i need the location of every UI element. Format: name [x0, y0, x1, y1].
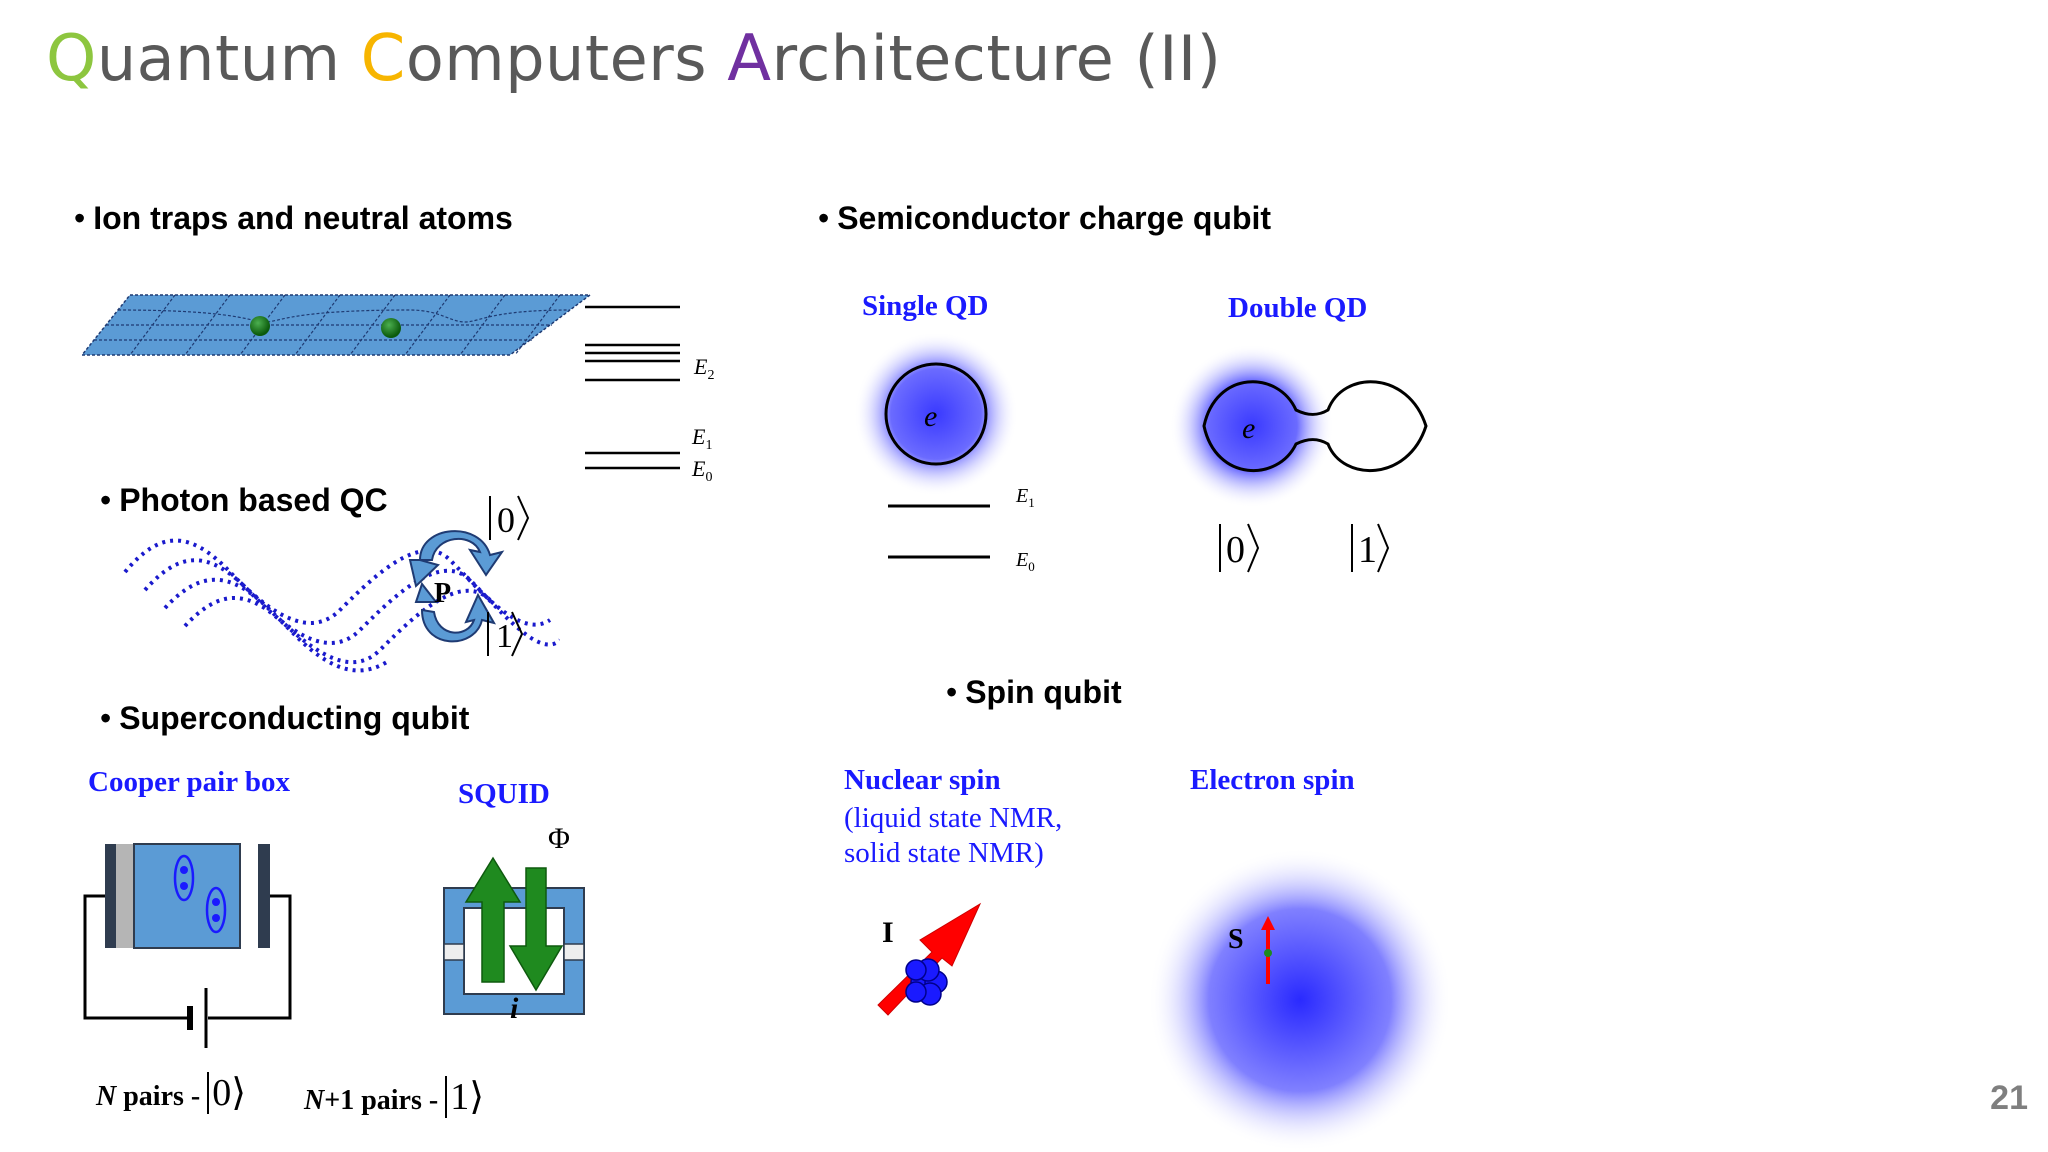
trapped-atom	[381, 318, 401, 338]
bullet-text: Photon based QC	[119, 482, 388, 518]
svg-text:1: 1	[1358, 529, 1377, 571]
title-part: uantum	[96, 22, 361, 95]
trapped-atom	[250, 316, 270, 336]
svg-text:0: 0	[497, 500, 515, 540]
nuclear-spin-symbol: I	[882, 916, 894, 949]
squid-label: SQUID	[458, 778, 550, 810]
electron-cloud	[1148, 848, 1448, 1152]
slide-title: Quantum Computers Architecture (II)	[46, 22, 1221, 96]
nuclear-spin-diagram: I	[877, 902, 982, 1016]
nuclear-spin-line: solid state NMR)	[844, 837, 1044, 869]
level-e1: E1	[1015, 485, 1035, 510]
n-pairs-label: N pairs - 0⟩	[96, 1072, 247, 1114]
single-qd-diagram: e E1 E0	[854, 332, 1035, 574]
electron-spin-title: Electron spin	[1190, 764, 1355, 796]
electron-spin-symbol: S	[1228, 924, 1244, 955]
level-e2: E2	[693, 354, 714, 383]
title-part: omputers	[405, 22, 728, 95]
bullet-text: Superconducting qubit	[119, 700, 470, 736]
svg-text:0: 0	[1226, 529, 1245, 571]
level-e1: E1	[691, 424, 712, 453]
bullet-photon: •Photon based QC	[100, 482, 388, 518]
nuclear-spin-title: Nuclear spin	[844, 764, 1001, 796]
svg-text:1: 1	[496, 618, 513, 655]
level-e0: E0	[1015, 549, 1035, 574]
title-part: rchitecture (II)	[771, 22, 1222, 95]
bullet-text: Semiconductor charge qubit	[837, 200, 1272, 236]
ket-0-photon: 0	[489, 495, 530, 541]
double-qd-diagram: e 0 1	[1170, 344, 1428, 573]
electron-label: e	[1242, 412, 1255, 445]
energy-levels	[585, 305, 680, 470]
title-part: C	[360, 22, 406, 96]
polarization-arrows	[408, 530, 505, 643]
spin-arrow-head	[1261, 916, 1275, 930]
nuclear-spin-line: (liquid state NMR,	[844, 802, 1063, 834]
double-qd-label: Double QD	[1228, 292, 1368, 324]
bullet-ion-traps: •Ion traps and neutral atoms	[74, 200, 513, 236]
ion-trap-diagram: E2 E1 E0	[80, 294, 714, 485]
spin-center	[1264, 949, 1272, 957]
ket-0-label: 0	[207, 1072, 232, 1114]
ket-0-dqd: 0	[1219, 523, 1260, 573]
ket-1-label: 1	[445, 1076, 470, 1118]
electron-label: e	[924, 400, 937, 433]
bullet-text: Ion traps and neutral atoms	[93, 200, 513, 236]
current-up-arrow	[464, 856, 522, 983]
bullet-semiconductor: •Semiconductor charge qubit	[818, 200, 1272, 236]
nucleus	[905, 958, 948, 1006]
trap-grid	[94, 294, 571, 356]
ket-1-dqd: 1	[1351, 523, 1390, 573]
bullet-spin: •Spin qubit	[946, 674, 1122, 710]
single-qd-label: Single QD	[862, 290, 989, 322]
electron-spin-diagram: S	[1148, 848, 1448, 1152]
flux-label: Φ	[548, 822, 570, 855]
title-part: Q	[46, 22, 97, 96]
cooper-pair-box-diagram	[83, 843, 292, 1048]
level-e0: E0	[691, 456, 712, 485]
current-label: i	[510, 992, 519, 1025]
squid-diagram: Φ i	[443, 822, 585, 1025]
bullet-superconducting: •Superconducting qubit	[100, 700, 470, 736]
polarizer-label: P	[434, 578, 451, 609]
page-number: 21	[1990, 1079, 2028, 1117]
current-down-arrow	[508, 867, 564, 992]
bullet-text: Spin qubit	[965, 674, 1122, 710]
cooper-pair-box-label: Cooper pair box	[88, 766, 290, 798]
photon-diagram: P 0 1	[123, 495, 560, 673]
n1-pairs-label: N+1 pairs - 1⟩	[304, 1076, 485, 1118]
title-part: A	[727, 22, 772, 96]
ket-1-photon: 1	[487, 611, 524, 657]
